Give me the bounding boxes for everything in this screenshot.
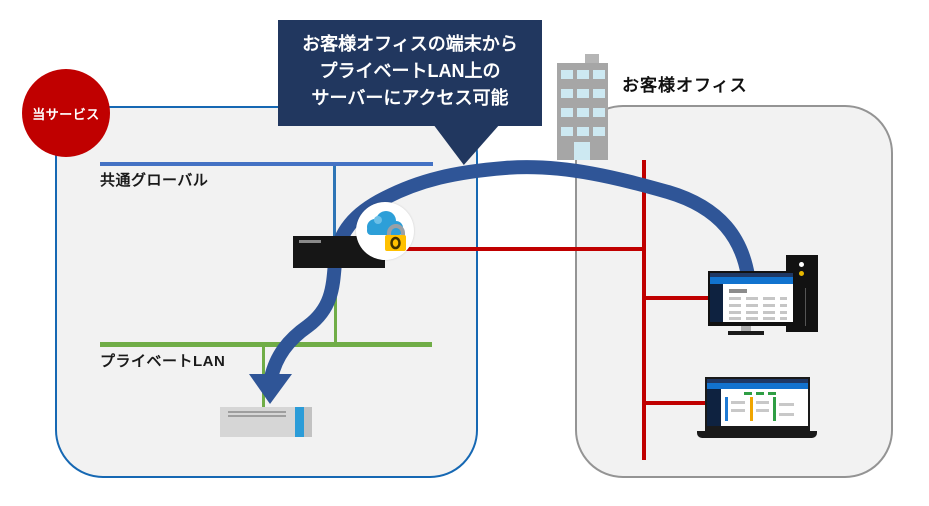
- callout-line-1: お客様オフィスの端末から: [302, 34, 518, 54]
- customer-lan-trunk-line: [642, 160, 646, 460]
- padlock-shape: [385, 224, 406, 251]
- desktop-monitor-icon: [708, 271, 795, 326]
- monitor-stand: [741, 326, 751, 331]
- service-badge: 当サービス: [22, 69, 110, 157]
- private-lan-line: [100, 342, 432, 347]
- private-lan-label: プライベートLAN: [100, 353, 226, 370]
- callout-bubble: お客様オフィスの端末から プライベートLAN上の サーバーにアクセス可能: [278, 20, 542, 126]
- building-roof: [585, 54, 599, 63]
- trunk-to-laptop-line: [644, 401, 706, 405]
- building-icon: [557, 54, 608, 160]
- global-network-line: [100, 162, 433, 166]
- wan-connection-line: [404, 247, 644, 251]
- global-network-label: 共通グローバル: [100, 172, 209, 189]
- trunk-to-pc-line: [644, 296, 708, 300]
- router-to-lan-line: [334, 268, 337, 344]
- laptop-base: [697, 431, 817, 438]
- lan-to-server-line: [262, 347, 265, 408]
- cloud-lock-icon: [356, 202, 414, 260]
- global-to-router-line: [333, 166, 336, 237]
- monitor-base: [728, 331, 764, 335]
- laptop-icon: [705, 377, 810, 432]
- building-door: [574, 142, 590, 160]
- callout-line-3: サーバーにアクセス可能: [311, 88, 509, 108]
- callout-line-2: プライベートLAN上の: [319, 61, 501, 81]
- cloud-shape: [367, 211, 403, 235]
- server-icon: [220, 407, 312, 437]
- service-badge-label: 当サービス: [32, 106, 100, 122]
- customer-office-label: お客様オフィス: [622, 76, 748, 95]
